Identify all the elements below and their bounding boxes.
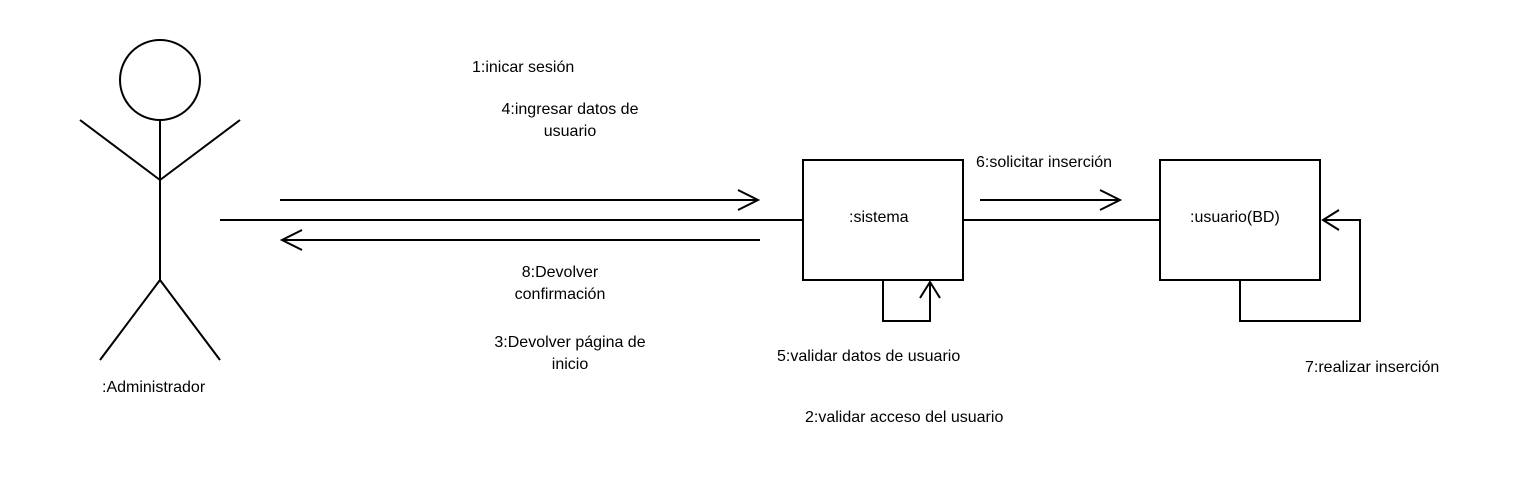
arrow-to-actor xyxy=(279,229,760,251)
sistema-label: :sistema xyxy=(849,209,909,226)
self-loop-usuario xyxy=(1239,209,1361,322)
message-4-label: 4:ingresar datos de usuario xyxy=(501,101,639,140)
message-1-label: 1:inicar sesión xyxy=(472,59,575,76)
usuario-bd-label: :usuario(BD) xyxy=(1190,209,1280,226)
message-8-label: 8:Devolver confirmación xyxy=(514,264,606,303)
actor-figure-icon xyxy=(79,39,241,361)
self-loop-sistema xyxy=(882,280,941,322)
message-3-label: 3:Devolver página de inicio xyxy=(494,334,646,373)
message-7-label: 7:realizar inserción xyxy=(1305,359,1440,376)
arrow-to-sistema xyxy=(280,189,761,211)
message-6-label: 6:solicitar inserción xyxy=(976,154,1113,171)
message-5-label: 5:validar datos de usuario xyxy=(777,348,961,365)
actor-label: :Administrador xyxy=(102,379,206,396)
arrow-to-usuario xyxy=(980,189,1123,211)
message-2-label: 2:validar acceso del usuario xyxy=(805,409,1004,426)
